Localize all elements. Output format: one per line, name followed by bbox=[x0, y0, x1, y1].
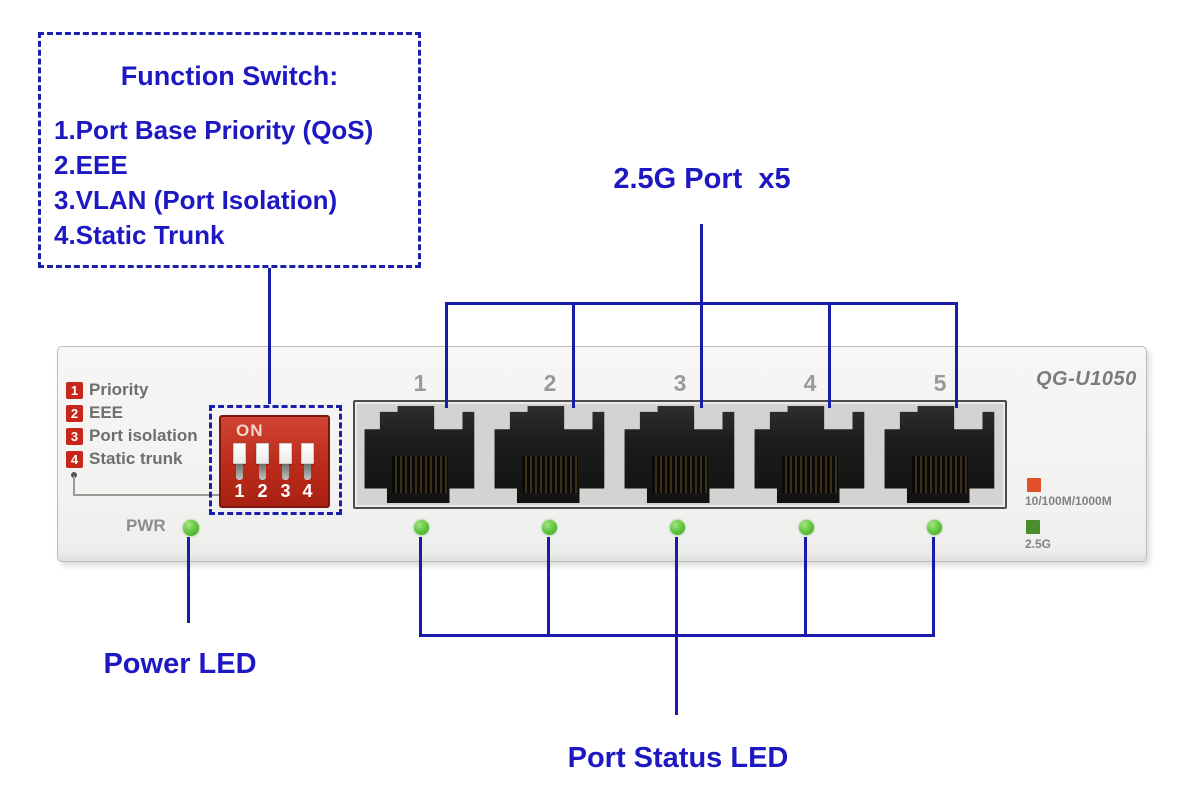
rj45-jack bbox=[624, 406, 735, 503]
dip-lever-2 bbox=[256, 443, 269, 480]
function-switch-item-1: 1.Port Base Priority (QoS) bbox=[54, 115, 374, 145]
speed-label-1000m: 10/100M/1000M bbox=[1025, 494, 1112, 508]
rj45-port-1 bbox=[355, 402, 485, 507]
port-status-led-5 bbox=[927, 520, 942, 535]
dip-lever-slot bbox=[236, 464, 243, 480]
legend-badge-3: 3 bbox=[66, 427, 83, 445]
power-led bbox=[183, 520, 199, 536]
function-switch-title: Function Switch: bbox=[120, 61, 339, 91]
function-switch-callout-box: Function Switch: 1.Port Base Priority (Q… bbox=[38, 32, 421, 268]
dip-lever-knob bbox=[256, 443, 269, 464]
legend-label-port-isolation: Port isolation bbox=[89, 426, 198, 445]
speed-swatch-1000m bbox=[1027, 478, 1041, 492]
dip-lever-slot bbox=[304, 464, 311, 480]
port-number-4: 4 bbox=[803, 370, 817, 396]
function-switch-item-4: 4.Static Trunk bbox=[54, 220, 225, 250]
legend-row-eee: 2 EEE bbox=[66, 403, 123, 423]
dip-lever-slot bbox=[282, 464, 289, 480]
port-status-label: Port Status LED bbox=[567, 742, 789, 774]
rj45-jack bbox=[494, 406, 605, 503]
dip-number-1: 1 bbox=[234, 481, 245, 501]
status-led-drop-1 bbox=[419, 537, 422, 637]
status-led-drop-4 bbox=[804, 537, 807, 637]
function-switch-callout-line bbox=[268, 268, 271, 404]
function-switch-item-2: 2.EEE bbox=[54, 150, 128, 180]
rj45-jack bbox=[364, 406, 475, 503]
rj45-port-5 bbox=[875, 402, 1005, 507]
legend-connector-hline bbox=[73, 494, 220, 496]
speed-label-2-5g: 2.5G bbox=[1025, 537, 1052, 551]
ports-callout-drop-5 bbox=[955, 302, 958, 408]
port-status-led-1 bbox=[414, 520, 429, 535]
dip-lever-knob bbox=[279, 443, 292, 464]
dip-number-3: 3 bbox=[280, 481, 291, 501]
rj45-jack bbox=[884, 406, 995, 503]
rj45-pins bbox=[651, 456, 709, 494]
dip-lever-3 bbox=[279, 443, 292, 480]
dip-lever-4 bbox=[301, 443, 314, 480]
power-led-callout-line bbox=[187, 537, 190, 623]
ports-callout-bracket bbox=[445, 302, 958, 305]
legend-row-port-isolation: 3 Port isolation bbox=[66, 426, 198, 446]
rj45-port-3 bbox=[615, 402, 745, 507]
ports-callout-stem bbox=[700, 224, 703, 408]
ports-callout-drop-2 bbox=[572, 302, 575, 408]
dip-lever-knob bbox=[233, 443, 246, 464]
legend-label-static-trunk: Static trunk bbox=[89, 449, 183, 468]
rj45-jack bbox=[754, 406, 865, 503]
legend-badge-4: 4 bbox=[66, 450, 83, 468]
port-status-led-4 bbox=[799, 520, 814, 535]
rj45-pins bbox=[781, 456, 839, 494]
ports-callout-drop-4 bbox=[828, 302, 831, 408]
ports-callout-label: 2.5G Port x5 bbox=[613, 163, 791, 195]
speed-swatch-2-5g bbox=[1026, 520, 1040, 534]
port-status-led-2 bbox=[542, 520, 557, 535]
port-number-1: 1 bbox=[413, 370, 427, 396]
dip-number-4: 4 bbox=[302, 481, 313, 501]
port-strip bbox=[353, 400, 1007, 509]
dip-lever-slot bbox=[259, 464, 266, 480]
legend-badge-2: 2 bbox=[66, 404, 83, 422]
port-status-led-3 bbox=[670, 520, 685, 535]
dip-switch-highlight-box bbox=[209, 405, 342, 515]
ports-callout-drop-1 bbox=[445, 302, 448, 408]
dip-lever-knob bbox=[301, 443, 314, 464]
legend-badge-1: 1 bbox=[66, 381, 83, 399]
rj45-pins bbox=[911, 456, 969, 494]
rj45-pins bbox=[391, 456, 449, 494]
switch-front-panel: 1 Priority 2 EEE 3 Port isolation 4 Stat… bbox=[57, 346, 1147, 562]
model-label: QG-U1050 bbox=[1036, 368, 1137, 390]
rj45-port-4 bbox=[745, 402, 875, 507]
legend-connector-dot bbox=[71, 472, 77, 478]
legend-label-priority: Priority bbox=[89, 380, 149, 399]
legend-connector-vline bbox=[73, 476, 75, 496]
status-led-drop-2 bbox=[547, 537, 550, 637]
port-number-3: 3 bbox=[673, 370, 687, 396]
port-number-2: 2 bbox=[543, 370, 557, 396]
power-led-label: Power LED bbox=[103, 648, 257, 680]
legend-row-static-trunk: 4 Static trunk bbox=[66, 449, 183, 469]
pwr-label: PWR bbox=[126, 516, 166, 535]
legend-label-eee: EEE bbox=[89, 403, 124, 422]
dip-lever-1 bbox=[233, 443, 246, 480]
function-switch-item-3: 3.VLAN (Port Isolation) bbox=[54, 185, 338, 215]
rj45-port-2 bbox=[485, 402, 615, 507]
port-number-5: 5 bbox=[933, 370, 947, 396]
status-led-drop-5 bbox=[932, 537, 935, 637]
status-led-stem bbox=[675, 634, 678, 715]
dip-number-2: 2 bbox=[257, 481, 268, 501]
dip-switch-block: ON 1 2 3 4 bbox=[219, 415, 330, 508]
legend-row-priority: 1 Priority bbox=[66, 380, 149, 400]
dip-on-label: ON bbox=[236, 421, 264, 440]
rj45-pins bbox=[521, 456, 579, 494]
status-led-drop-3 bbox=[675, 537, 678, 637]
